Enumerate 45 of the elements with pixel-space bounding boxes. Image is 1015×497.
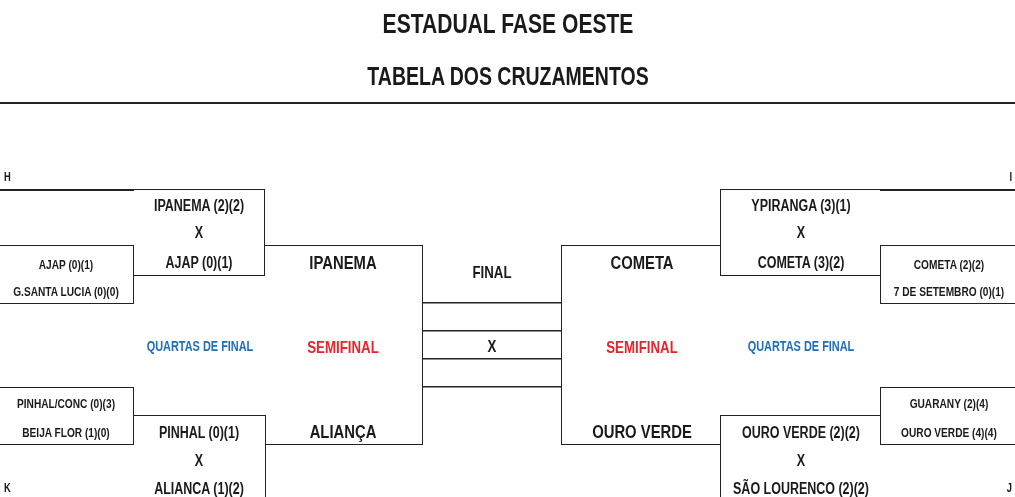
team-score: COMETA (2)(2) — [913, 257, 985, 273]
team-score: COMETA (3)(2) — [757, 254, 845, 272]
round-label: SEMIFINAL — [307, 338, 379, 358]
team-score: GUARANY (2)(4) — [909, 396, 989, 412]
versus-mark: X — [796, 452, 806, 470]
team-score: AJAP (0)(1) — [38, 257, 94, 273]
bracket-box — [561, 245, 721, 445]
team-score: IPANEMA (2)(2) — [153, 197, 245, 215]
versus-mark: X — [487, 337, 497, 357]
team-score: AJAP (0)(1) — [165, 254, 233, 272]
round-label: SEMIFINAL — [606, 338, 678, 358]
team-score: G.SANTA LUCIA (0)(0) — [13, 284, 119, 300]
team-name: OURO VERDE — [592, 421, 692, 443]
team-name: ALIANÇA — [309, 421, 377, 443]
group-letter: J — [1006, 482, 1012, 496]
team-score: 7 DE SETEMBRO (0)(1) — [893, 284, 1005, 300]
bracket-box — [0, 245, 134, 304]
team-score: PINHAL/CONC (0)(3) — [17, 396, 115, 412]
round-label: QUARTAS DE FINAL — [747, 339, 855, 355]
group-letter: H — [4, 171, 11, 185]
team-name: COMETA — [610, 252, 674, 274]
bracket-box — [880, 245, 1015, 304]
team-score: OURO VERDE (4)(4) — [901, 425, 997, 441]
versus-mark: X — [194, 452, 204, 470]
subtitle: TABELA DOS CRUZAMENTOS — [367, 63, 649, 91]
round-label: FINAL — [472, 263, 512, 283]
bracket-box — [720, 415, 881, 497]
team-score: OURO VERDE (2)(2) — [742, 424, 860, 442]
team-score: YPIRANGA (3)(1) — [751, 197, 851, 215]
bracket-box — [880, 387, 1015, 445]
bracket-box — [133, 189, 265, 276]
bracket-box — [720, 189, 881, 276]
group-letter: I — [1009, 171, 1012, 185]
bracket-box — [133, 415, 266, 497]
team-score: SÃO LOURENCO (2)(2) — [733, 480, 869, 497]
team-score: PINHAL (0)(1) — [158, 424, 240, 442]
versus-mark: X — [194, 224, 204, 242]
title: ESTADUAL FASE OESTE — [382, 10, 634, 40]
round-label: QUARTAS DE FINAL — [146, 339, 254, 355]
team-score: ALIANCA (1)(2) — [154, 480, 244, 497]
team-score: BEIJA FLOR (1)(0) — [22, 425, 110, 441]
versus-mark: X — [796, 224, 806, 242]
bracket-box — [0, 387, 134, 445]
group-letter: K — [4, 482, 11, 496]
team-name: IPANEMA — [309, 252, 377, 274]
